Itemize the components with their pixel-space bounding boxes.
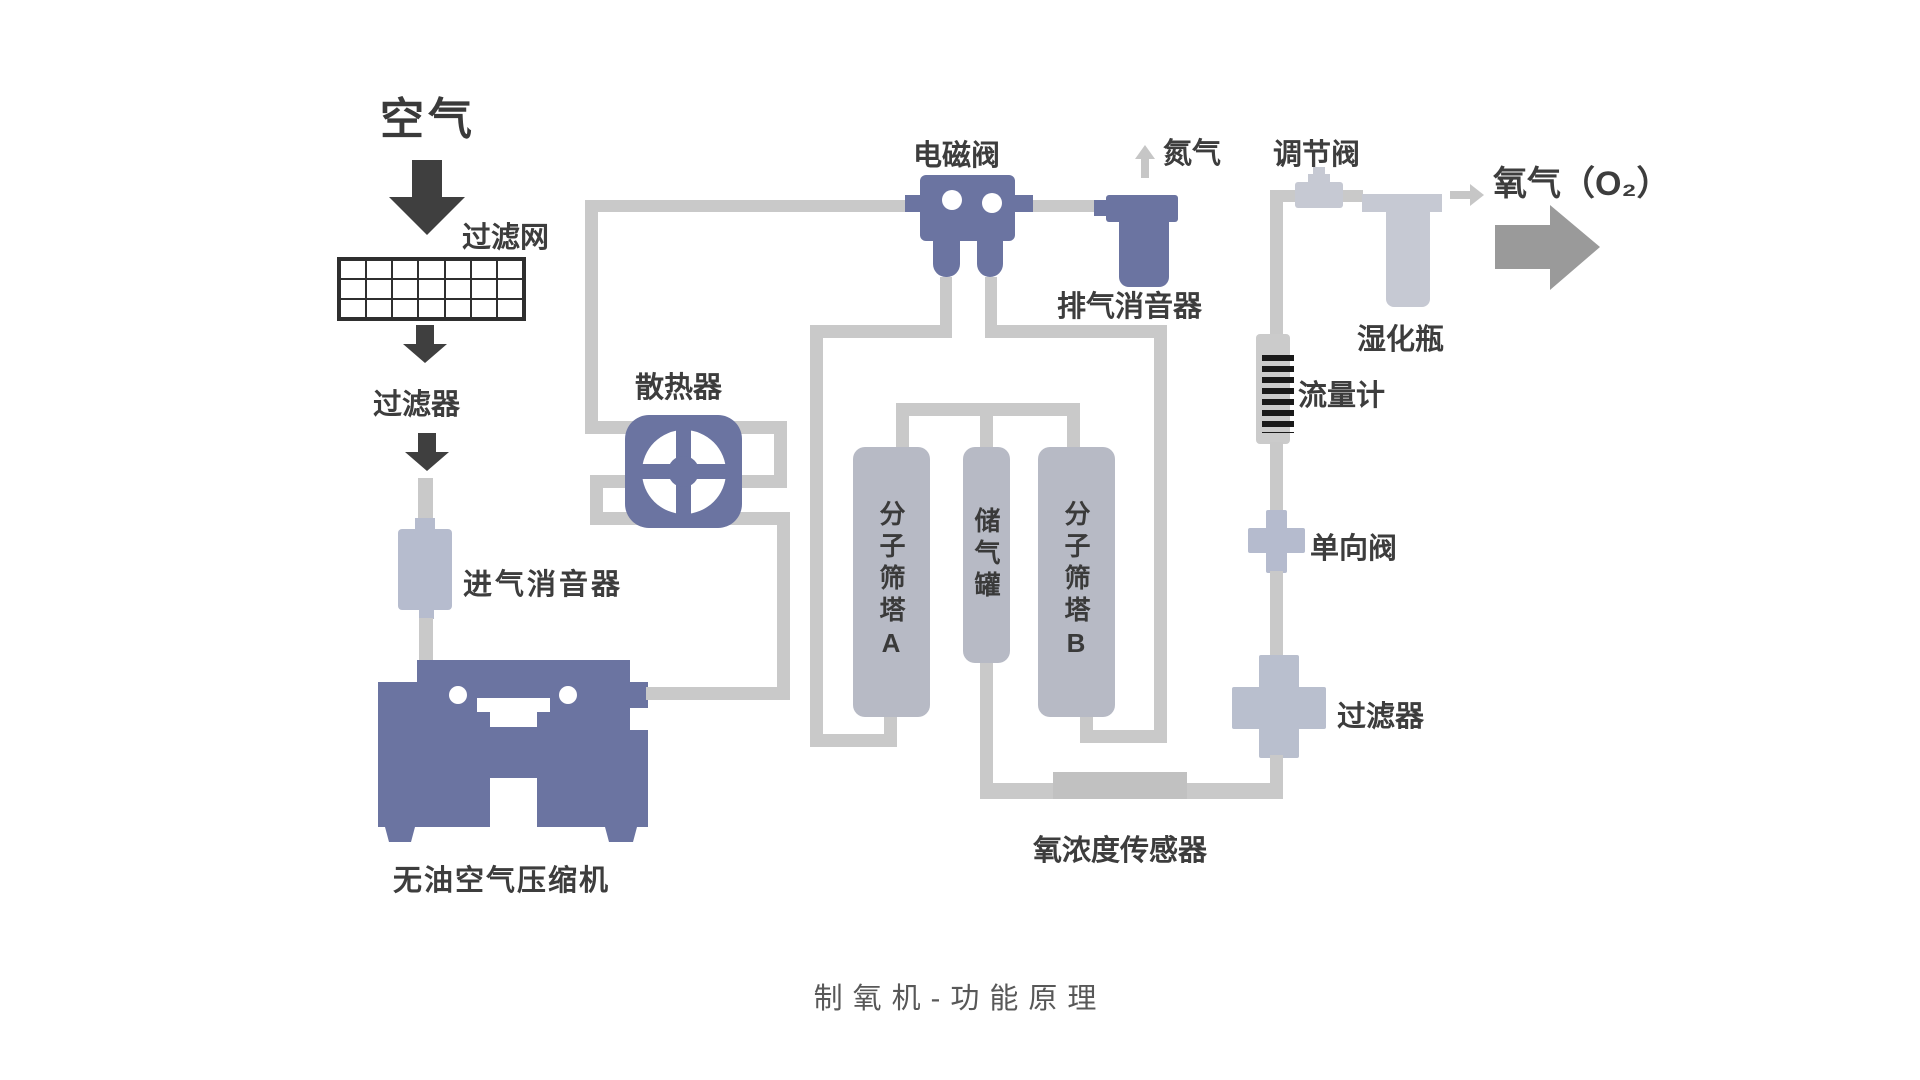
regulating-valve bbox=[1295, 182, 1343, 208]
pipe bbox=[1033, 200, 1103, 212]
flow-meter-scale bbox=[1262, 355, 1294, 433]
humidifier bbox=[1386, 211, 1430, 307]
pipe bbox=[646, 687, 784, 700]
exhaust-muffler bbox=[1094, 200, 1108, 216]
pipe bbox=[418, 478, 433, 520]
oxygen-sensor bbox=[1053, 772, 1187, 799]
pipe bbox=[980, 413, 993, 449]
pipe bbox=[810, 734, 897, 747]
intake-muffler bbox=[398, 529, 452, 610]
regulating-valve bbox=[1313, 167, 1325, 175]
air-down-arrow-icon bbox=[389, 160, 465, 235]
nitrogen-up-arrow-icon bbox=[1135, 145, 1155, 178]
check-valve bbox=[1248, 528, 1305, 553]
flow-meter-label: 流量计 bbox=[1298, 380, 1386, 412]
exhaust-muffler-label: 排气消音器 bbox=[1057, 291, 1203, 323]
pipe bbox=[590, 485, 603, 515]
pipe bbox=[1270, 190, 1297, 202]
radiator-label: 散热器 bbox=[635, 372, 723, 404]
pipe bbox=[1270, 755, 1283, 785]
air-label: 空气 bbox=[380, 95, 476, 144]
storage-tank: 储气罐 bbox=[963, 447, 1010, 663]
exhaust-muffler bbox=[1106, 195, 1178, 222]
sieve-tower-a: 分子筛塔A bbox=[853, 447, 930, 717]
humidifier-label: 湿化瓶 bbox=[1357, 324, 1445, 356]
pipe bbox=[884, 715, 897, 737]
pipe bbox=[985, 325, 1167, 338]
pipe bbox=[585, 200, 907, 212]
exhaust-muffler bbox=[1119, 220, 1169, 287]
pipe bbox=[774, 430, 787, 478]
pipe bbox=[1270, 200, 1283, 338]
pipe bbox=[810, 325, 952, 338]
pipe bbox=[1270, 571, 1283, 659]
pipe bbox=[1067, 413, 1080, 449]
pipe bbox=[1154, 335, 1167, 743]
pipe bbox=[777, 520, 790, 700]
pipe bbox=[896, 403, 1080, 416]
filter-out-label: 过滤器 bbox=[1337, 701, 1425, 733]
intake-muffler bbox=[415, 518, 435, 530]
pipe bbox=[1270, 442, 1283, 517]
sieve-tower-a-label: 分子筛塔A bbox=[876, 500, 906, 664]
pipe bbox=[1080, 715, 1093, 733]
pipe bbox=[1080, 730, 1167, 743]
pipe bbox=[980, 663, 993, 788]
radiator bbox=[625, 415, 742, 528]
compressor-label: 无油空气压缩机 bbox=[393, 865, 611, 897]
intake-muffler bbox=[419, 609, 434, 619]
pipe bbox=[940, 277, 952, 329]
nitrogen-label: 氮气 bbox=[1163, 138, 1222, 170]
oxygen-out-arrow-icon bbox=[1495, 205, 1600, 290]
diagram-title: 制氧机-功能原理 bbox=[813, 983, 1107, 1015]
pipe bbox=[896, 413, 909, 449]
solenoid-valve-label: 电磁阀 bbox=[913, 140, 1001, 172]
filter-mesh bbox=[337, 257, 526, 321]
regulating-valve bbox=[1308, 174, 1330, 184]
regulating-valve-label: 调节阀 bbox=[1273, 139, 1361, 171]
pipe bbox=[585, 210, 598, 427]
oxygen-sensor-label: 氧浓度传感器 bbox=[1033, 835, 1208, 867]
storage-tank-label: 储气罐 bbox=[971, 507, 1001, 603]
pipe bbox=[1343, 190, 1363, 202]
filter-out bbox=[1232, 687, 1326, 729]
pipe bbox=[985, 277, 997, 329]
filter-mesh-label: 过滤网 bbox=[462, 222, 550, 254]
compressor bbox=[378, 660, 648, 842]
down-arrow-icon bbox=[403, 325, 447, 363]
pipe bbox=[810, 335, 823, 747]
humidifier bbox=[1362, 194, 1442, 212]
check-valve-label: 单向阀 bbox=[1310, 533, 1398, 565]
oxygen-label: 氧气（O₂） bbox=[1493, 165, 1671, 203]
down-arrow-icon bbox=[405, 433, 449, 471]
sieve-tower-b-label: 分子筛塔B bbox=[1061, 500, 1091, 664]
intake-muffler-label: 进气消音器 bbox=[463, 569, 624, 601]
sieve-tower-b: 分子筛塔B bbox=[1038, 447, 1115, 717]
filter-in-label: 过滤器 bbox=[373, 389, 461, 421]
